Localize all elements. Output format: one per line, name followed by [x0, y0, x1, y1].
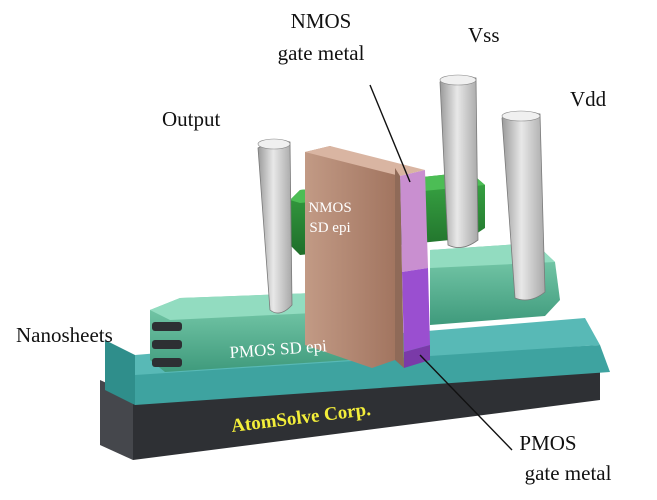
gate-metal: [395, 168, 430, 368]
vss-post: [439, 74, 479, 248]
pmos-gate-label-line1: PMOS: [519, 431, 576, 455]
vdd-post: [501, 110, 546, 301]
output-label: Output: [162, 107, 221, 131]
nmos-gate-metal-strip: [400, 170, 428, 272]
pmos-gate-metal-strip: [402, 268, 430, 352]
vss-label: Vss: [468, 23, 500, 47]
nanosheet-slot-3: [152, 358, 182, 367]
nmos-gate-leader: [369, 84, 411, 183]
pmos-gate-leader: [419, 354, 513, 451]
nmos-sd-label-line2: SD epi: [309, 220, 350, 236]
nmos-gate-label-line1: NMOS: [291, 9, 352, 33]
nanosheet-slot-2: [152, 340, 182, 349]
output-post: [257, 138, 293, 314]
pmos-gate-label-line2: gate metal: [525, 461, 612, 485]
nanosheet-slot-1: [152, 322, 182, 331]
nmos-gate-label-line2: gate metal: [278, 41, 365, 65]
nanosheets-label: Nanosheets: [16, 323, 113, 347]
nmos-sd-label-line1: NMOS: [308, 200, 351, 216]
vdd-label: Vdd: [570, 87, 607, 111]
